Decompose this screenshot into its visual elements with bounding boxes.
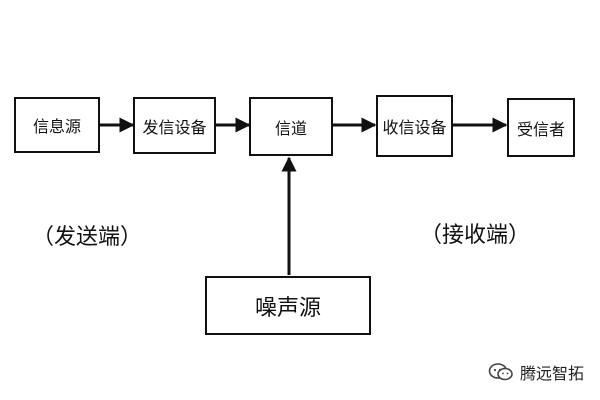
node-receiver: 收信设备 <box>376 95 453 157</box>
watermark: 腾远智拓 <box>488 360 584 384</box>
node-destination: 受信者 <box>507 98 575 157</box>
watermark-text: 腾远智拓 <box>520 364 585 383</box>
node-transmitter: 发信设备 <box>133 97 216 154</box>
wechat-logo-icon <box>488 362 514 382</box>
receiving-end-label: （接收端） <box>420 223 531 248</box>
sending-end-label: （发送端） <box>32 225 143 250</box>
node-channel: 信道 <box>249 97 333 156</box>
node-source: 信息源 <box>14 97 100 153</box>
node-noise: 噪声源 <box>205 276 371 335</box>
